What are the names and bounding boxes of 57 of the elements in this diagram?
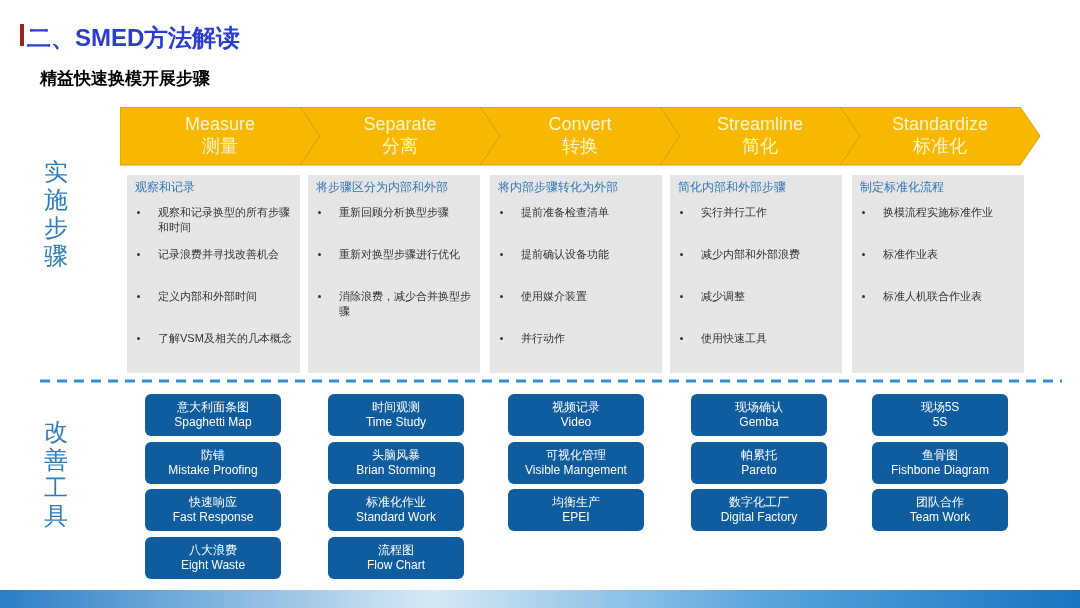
bullet-item: 重新对换型步骤进行优化 (339, 247, 460, 262)
tool-box: 流程图 Flow Chart (328, 536, 464, 579)
bullet-item: 使用快速工具 (701, 331, 767, 346)
bullet-item: 并行动作 (521, 331, 565, 346)
step-panel (852, 175, 1024, 373)
stage-name: 标准化 (913, 135, 967, 157)
bullet-item: 观察和记录换型的所有步骤和时间 (158, 205, 291, 235)
panel-heading: 将内部步骤转化为外部 (498, 179, 619, 195)
tool-box: 可视化管理 Visible Mangement (508, 441, 644, 484)
bullet-item: 实行并行工作 (701, 205, 767, 220)
stage-name: Measure (185, 113, 255, 135)
tool-box: 数字化工厂 Digital Factory (691, 489, 827, 531)
title: 二、SMED方法解读 (27, 23, 241, 53)
stage-name: 分离 (382, 135, 418, 157)
stage-name: Streamline (716, 113, 803, 135)
step-panel (670, 175, 842, 373)
bullet-item: 标准作业表 (883, 247, 938, 262)
tool-box: 意大利面条图 Spaghetti Map (145, 394, 281, 436)
tool-box: 现场确认 Gemba (691, 394, 827, 436)
bullet-item: 定义内部和外部时间 (158, 289, 257, 304)
panel-heading: 简化内部和外部步骤 (678, 179, 787, 195)
section-label: 实施步骤 (44, 158, 68, 270)
tool-box: 标准化作业 Standard Work (328, 489, 464, 531)
stage-name: 测量 (202, 135, 238, 157)
tool-box: 团队合作 Team Work (872, 489, 1008, 531)
panel-heading: 制定标准化流程 (860, 179, 945, 195)
bullet-item: 记录浪费并寻找改善机会 (158, 247, 279, 262)
stage-name: Standardize (891, 113, 989, 135)
bullet-item: 标准人机联合作业表 (883, 289, 982, 304)
bullet-item: 提前准备检查清单 (521, 205, 609, 220)
stage-name: 简化 (742, 135, 778, 157)
bullet-item: 减少调整 (701, 289, 745, 304)
tool-box: 防错 Mistake Proofing (145, 441, 281, 484)
bullet-item: 消除浪费，减少合并换型步骤 (339, 289, 472, 319)
tool-box: 现场5S 5S (872, 394, 1008, 436)
tool-box: 八大浪费 Eight Waste (145, 536, 281, 579)
tool-box: 快速响应 Fast Response (145, 489, 281, 531)
section-label: 改善工具 (44, 418, 68, 530)
tool-box: 鱼骨图 Fishbone Diagram (872, 441, 1008, 484)
tool-box: 均衡生产 EPEI (508, 489, 644, 531)
step-panel (308, 175, 480, 373)
step-panel (127, 175, 300, 373)
bullet-item: 重新回顾分析换型步骤 (339, 205, 449, 220)
bullet-item: 换模流程实施标准作业 (883, 205, 993, 220)
subtitle: 精益快速换模开展步骤 (40, 68, 210, 90)
bullet-item: 减少内部和外部浪费 (701, 247, 800, 262)
bullet-item: 提前确认设备功能 (521, 247, 609, 262)
tool-box: 头脑风暴 Brian Storming (328, 441, 464, 484)
tool-box: 视频记录 Video (508, 394, 644, 436)
bullet-item: 了解VSM及相关的几本概念 (158, 331, 292, 346)
stage-name: Separate (363, 113, 437, 135)
tool-box: 帕累托 Pareto (691, 441, 827, 484)
tool-box: 时间观测 Time Study (328, 394, 464, 436)
panel-heading: 观察和记录 (135, 179, 196, 195)
step-panel (490, 175, 662, 373)
panel-heading: 将步骤区分为内部和外部 (316, 179, 449, 195)
bullet-item: 使用媒介装置 (521, 289, 587, 304)
